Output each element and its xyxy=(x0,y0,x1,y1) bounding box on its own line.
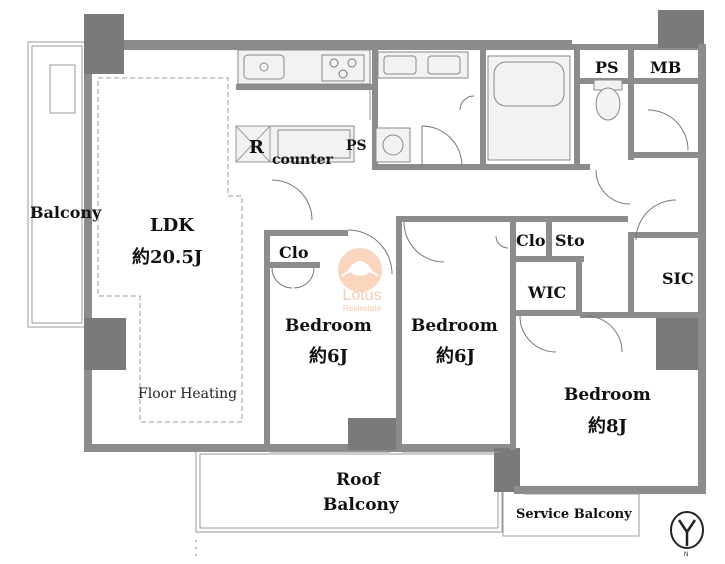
label-mb: MB xyxy=(650,58,681,77)
label-ps-center: PS xyxy=(346,138,367,154)
label-clo-left: Clo xyxy=(279,243,309,262)
label-bedroom-2: Bedroom xyxy=(411,316,498,336)
wash-basins xyxy=(377,51,469,79)
label-bedroom-2-size: 約6J xyxy=(436,345,475,367)
washing-machine-pan xyxy=(375,127,411,163)
watermark-sub: Realestate xyxy=(343,304,382,313)
roof-balcony-outline xyxy=(195,449,503,533)
label-ps-top: PS xyxy=(595,58,619,77)
toilet xyxy=(593,79,623,121)
label-ldk-size: 約20.5J xyxy=(132,246,202,268)
left-balcony xyxy=(27,41,87,328)
label-wic: WIC xyxy=(527,283,566,302)
compass-letter: N xyxy=(684,552,688,558)
label-bedroom-1-size: 約6J xyxy=(309,345,348,367)
exterior-walls xyxy=(84,10,706,494)
watermark-brand: Lotus xyxy=(342,287,381,304)
label-sic: SIC xyxy=(662,269,694,288)
label-balcony-left: Balcony xyxy=(30,203,102,222)
label-counter: counter xyxy=(272,152,334,168)
label-roof-balcony-2: Balcony xyxy=(323,495,400,515)
label-bedroom-3-size: 約8J xyxy=(588,415,627,437)
label-roof-balcony-1: Roof xyxy=(336,470,382,490)
label-ldk: LDK xyxy=(150,215,195,236)
lotus-logo: Lotus Realestate xyxy=(338,248,382,313)
label-bedroom-1: Bedroom xyxy=(285,316,372,336)
label-refrigerator: R xyxy=(249,137,265,158)
kitchen-counter xyxy=(237,49,371,120)
floor-heating-area xyxy=(97,77,243,423)
north-arrow-icon: N xyxy=(670,511,704,558)
island-counter xyxy=(235,125,355,163)
doors xyxy=(271,95,689,353)
lotus-flower-icon xyxy=(338,248,382,292)
label-floor-heating: Floor Heating xyxy=(138,386,237,402)
label-sto: Sto xyxy=(555,231,585,250)
windows xyxy=(270,451,640,495)
label-clo-right: Clo xyxy=(516,231,546,250)
label-bedroom-3: Bedroom xyxy=(564,385,651,405)
dotted-marks xyxy=(195,540,197,556)
label-service-balcony: Service Balcony xyxy=(516,507,632,522)
interior-walls xyxy=(236,50,700,450)
bathtub xyxy=(487,55,571,161)
